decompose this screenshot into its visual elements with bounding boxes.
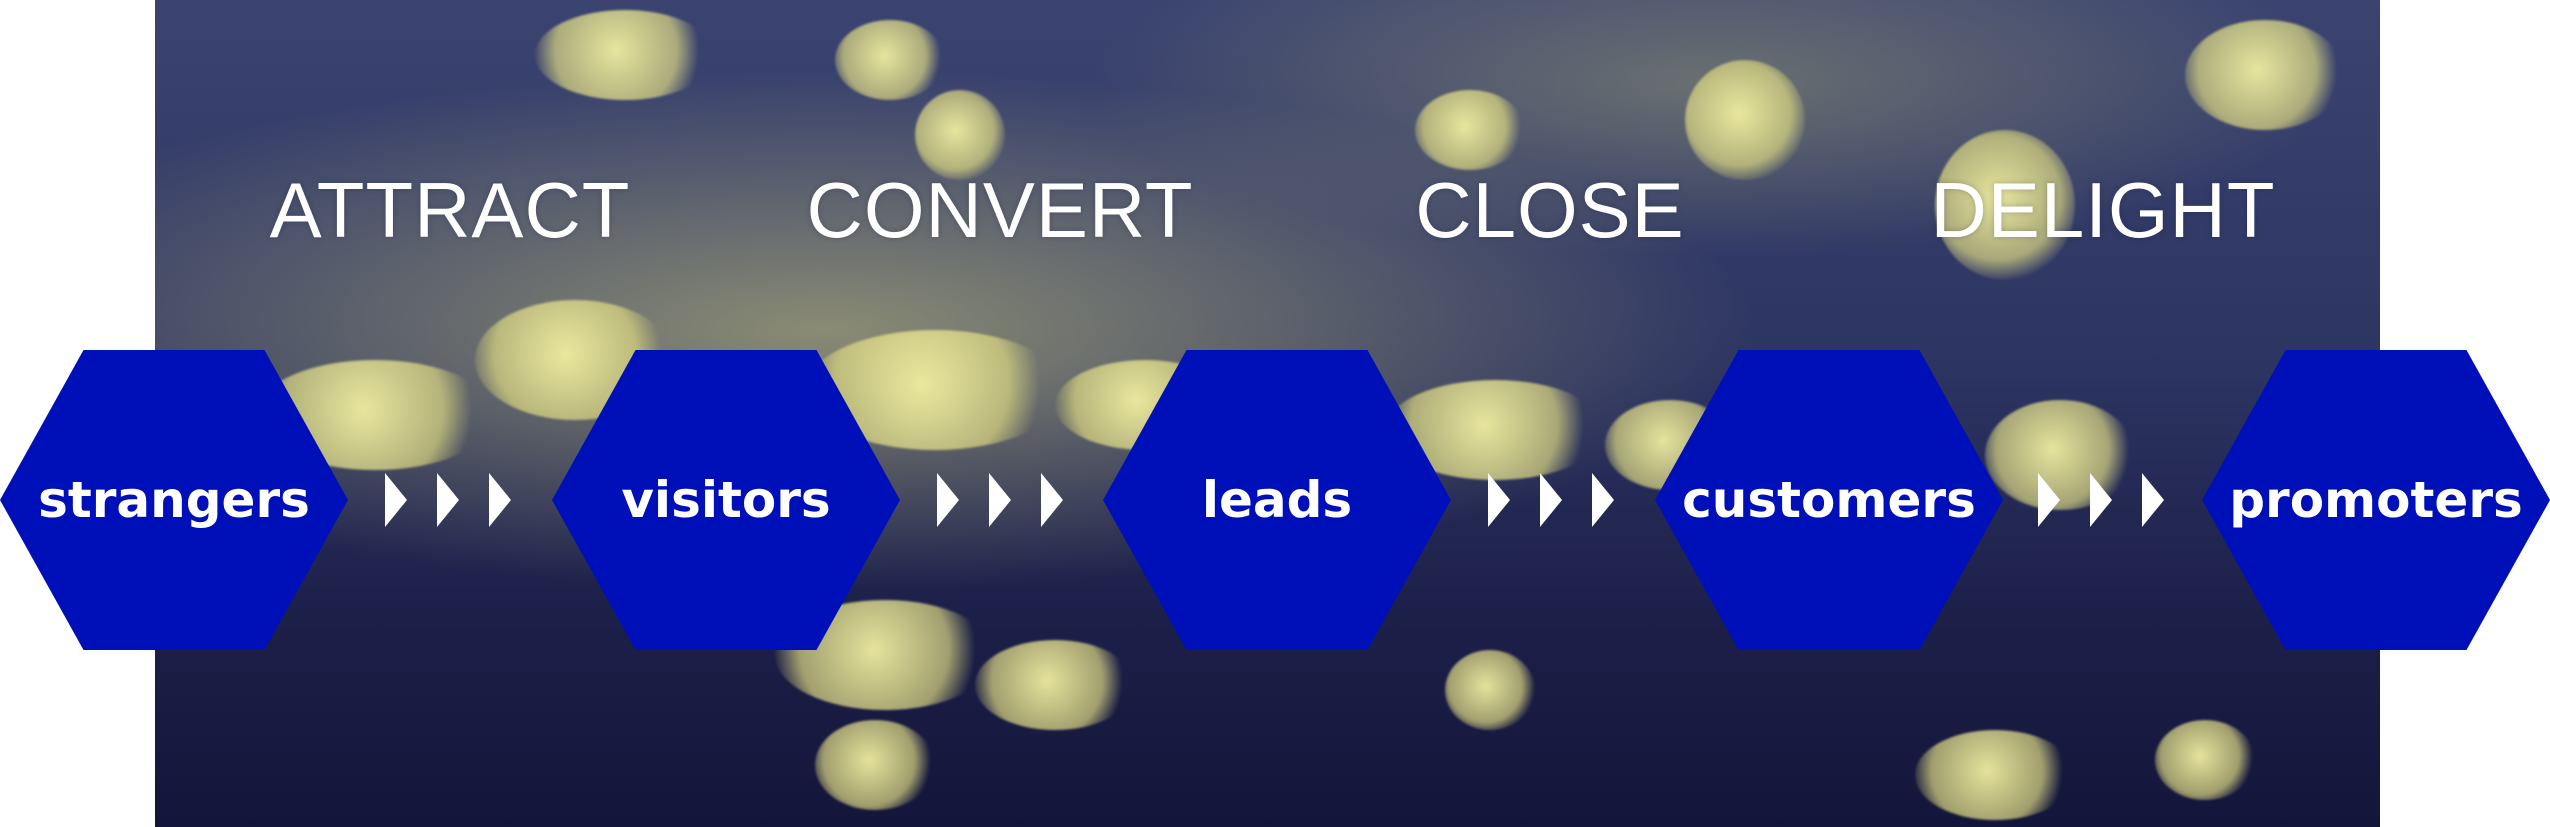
bokeh-light [535, 10, 715, 100]
chevron-right-icon [489, 473, 511, 527]
chevron-right-icon [1592, 473, 1614, 527]
node-customers: customers [1655, 350, 2003, 650]
bokeh-light [915, 90, 1005, 180]
node-label: leads [1201, 471, 1353, 529]
bokeh-light [815, 720, 935, 810]
arrow-group [1488, 473, 1618, 527]
stage-label-attract: ATTRACT [269, 166, 631, 254]
chevron-right-icon [2142, 473, 2164, 527]
chevron-right-icon [1488, 473, 1510, 527]
node-label: strangers [38, 471, 310, 529]
node-promoters: promoters [2202, 350, 2550, 650]
chevron-right-icon [2038, 473, 2060, 527]
node-visitors: visitors [552, 350, 900, 650]
arrow-group [2038, 473, 2168, 527]
chevron-right-icon [989, 473, 1011, 527]
chevron-right-icon [1041, 473, 1063, 527]
arrow-group [385, 473, 515, 527]
chevron-right-icon [1540, 473, 1562, 527]
arrow-group [937, 473, 1067, 527]
chevron-right-icon [385, 473, 407, 527]
node-leads: leads [1103, 350, 1451, 650]
bokeh-light [835, 20, 945, 100]
stage-label-delight: DELIGHT [1930, 166, 2276, 254]
node-label: customers [1682, 471, 1976, 529]
chevron-right-icon [937, 473, 959, 527]
node-label: promoters [2229, 471, 2523, 529]
stage-label-convert: CONVERT [806, 166, 1194, 254]
chevron-right-icon [437, 473, 459, 527]
bokeh-light [1685, 60, 1805, 180]
bokeh-light [1915, 730, 2075, 820]
chevron-right-icon [2090, 473, 2112, 527]
node-label: visitors [621, 471, 831, 529]
stage-label-close: CLOSE [1415, 166, 1685, 254]
bokeh-light [1445, 650, 1535, 730]
bokeh-light [2155, 720, 2255, 800]
background-photo [155, 0, 2380, 827]
bokeh-light [975, 640, 1135, 730]
bokeh-light [1935, 130, 2075, 280]
bokeh-light [1415, 90, 1525, 170]
bokeh-light [2185, 20, 2345, 130]
node-strangers: strangers [0, 350, 348, 650]
